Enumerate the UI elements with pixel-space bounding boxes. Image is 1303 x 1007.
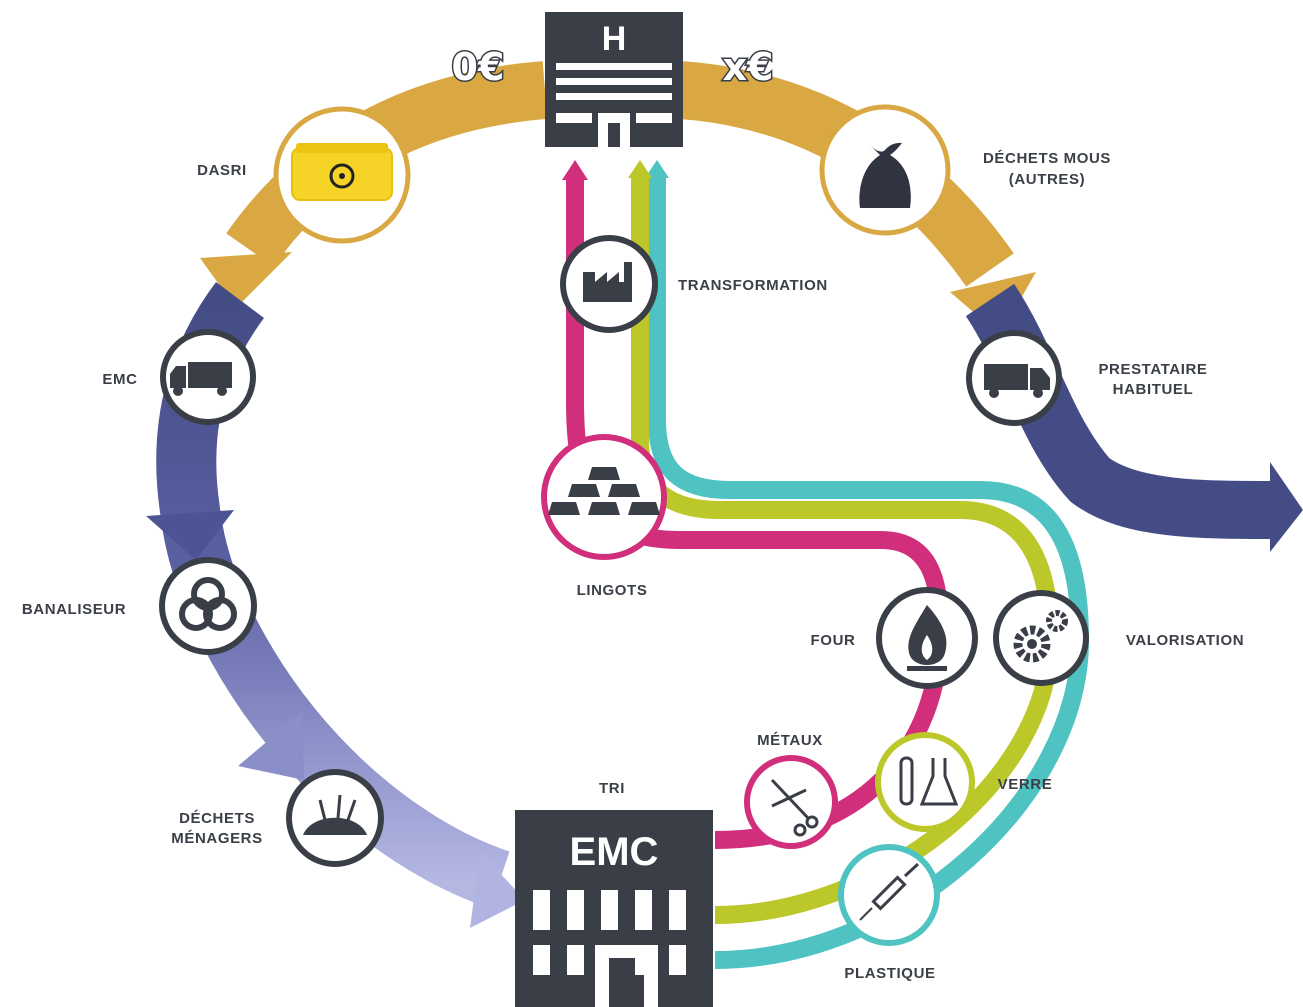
label-tri: TRI [599,780,625,797]
label-plastique: PLASTIQUE [844,965,935,982]
syringe-icon [838,844,940,946]
label-verre: VERRE [998,776,1053,793]
label-dechets-menagers-1: DÉCHETS [179,810,255,827]
scissors-icon [744,755,838,849]
lab-glassware-icon [875,732,975,832]
magenta-arrowhead [562,160,588,180]
biohazard-icon [159,557,257,655]
factory-icon [560,235,658,333]
flame-icon [876,587,978,689]
label-four: FOUR [811,632,856,649]
left-arrowhead-1 [146,510,234,560]
waste-pile-icon [286,769,384,867]
label-banaliseur: BANALISEUR [22,601,126,618]
label-lingots: LINGOTS [577,582,648,599]
label-metaux: MÉTAUX [757,732,823,749]
cost-left: 0€ [452,45,505,89]
trash-bag-icon [819,104,951,236]
gold-ingots-icon [541,434,667,560]
hospital-letter: H [602,20,627,58]
lime-arrowhead [628,160,652,178]
truck-icon [160,329,256,425]
label-transformation: TRANSFORMATION [678,277,828,294]
gears-icon [993,590,1089,686]
gold-arrowhead-left [200,252,292,308]
label-prestataire-2: HABITUEL [1113,381,1194,398]
label-valorisation: VALORISATION [1126,632,1244,649]
label-prestataire-1: PRESTATAIRE [1098,361,1207,378]
emc-plant-building: EMC [515,810,713,1007]
cost-right: x€ [723,45,774,89]
left-arrowhead-3 [470,852,525,928]
hospital-building: H [545,12,683,147]
right-exit-arrowhead [1270,462,1303,552]
label-dasri: DASRI [197,162,247,179]
left-arrowhead-2 [238,712,304,780]
label-dechets-mous-1: DÉCHETS MOUS [983,150,1111,167]
plant-name: EMC [570,830,659,874]
truck-icon [966,330,1062,426]
label-dechets-mous-2: (AUTRES) [1009,171,1085,188]
label-dechets-menagers-2: MÉNAGERS [171,830,262,847]
label-emc: EMC [102,371,137,388]
biohazard-container-icon [273,106,411,244]
teal-arrowhead [645,160,669,178]
